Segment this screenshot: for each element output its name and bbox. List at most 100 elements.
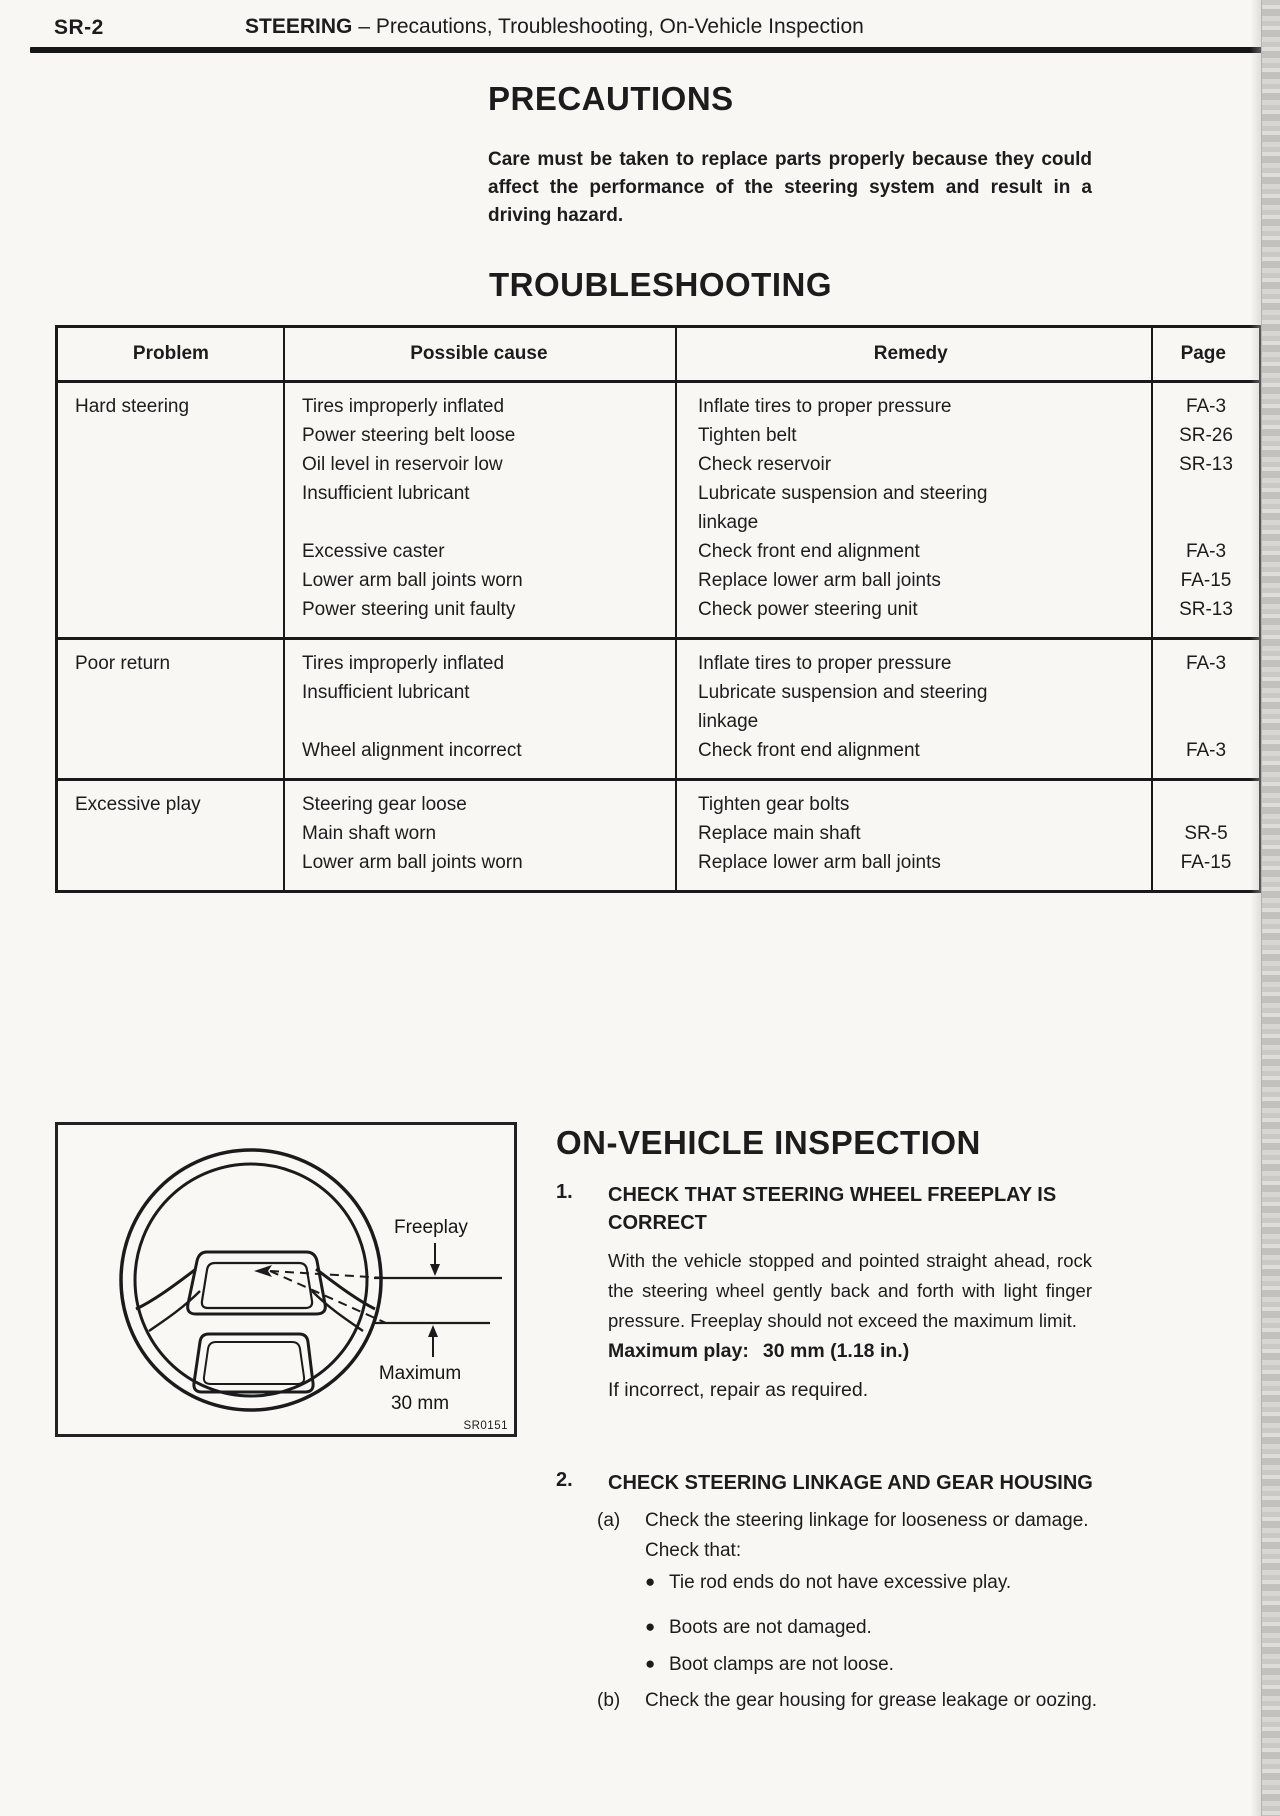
substep-a: (a) Check the steering linkage for loose…	[597, 1506, 1097, 1566]
table-header-row: Problem Possible cause Remedy Page	[58, 328, 1259, 383]
page-edge-shadow	[1250, 0, 1262, 1816]
remedy-cell: Check reservoir	[698, 454, 832, 475]
table-subrow: Insufficient lubricant Lubricate suspens…	[285, 678, 1259, 736]
table-column-divider	[675, 328, 677, 890]
substep-label: (b)	[597, 1690, 621, 1711]
step-heading: CHECK THAT STEERING WHEEL FREEPLAY IS CO…	[608, 1184, 1057, 1234]
cause-cell: Tires improperly inflated	[302, 396, 505, 417]
table-column-divider	[283, 328, 285, 890]
column-header-cause: Possible cause	[410, 343, 548, 364]
checklist-item: ● Tie rod ends do not have excessive pla…	[645, 1572, 1011, 1594]
table-subrow: Tires improperly inflated Inflate tires …	[285, 649, 1259, 678]
cause-cell: Power steering belt loose	[302, 425, 516, 446]
table-subrow: Main shaft worn Replace main shaft SR-5	[285, 819, 1259, 848]
bullet-icon: ●	[645, 1572, 656, 1591]
inspection-title: ON-VEHICLE INSPECTION	[556, 1124, 981, 1161]
spec-line: Maximum play:30 mm (1.18 in.)	[608, 1340, 909, 1363]
substep-text: Check the steering linkage for looseness…	[645, 1510, 1089, 1561]
table-subrow: Tires improperly inflated Inflate tires …	[285, 392, 1259, 421]
column-header-page: Page	[1180, 343, 1226, 364]
remedy-cell: Check front end alignment	[698, 541, 920, 562]
cause-cell: Main shaft worn	[302, 823, 437, 844]
table-subrow: Power steering unit faulty Check power s…	[285, 595, 1259, 624]
troubleshooting-table: Problem Possible cause Remedy Page Hard …	[55, 325, 1262, 893]
page-cell: FA-3	[1185, 541, 1227, 562]
table-row: Poor return Tires improperly inflated In…	[58, 637, 1259, 778]
step-number: 2.	[556, 1469, 573, 1491]
page-number: SR-2	[54, 16, 104, 39]
table-subrow: Oil level in reservoir low Check reservo…	[285, 450, 1259, 479]
problem-cell: Hard steering	[75, 396, 190, 417]
checklist-text: Boot clamps are not loose.	[669, 1654, 894, 1675]
page-cell: SR-5	[1184, 823, 1228, 844]
table-subrow: Excessive caster Check front end alignme…	[285, 537, 1259, 566]
precautions-title: PRECAUTIONS	[488, 80, 734, 117]
freeplay-label: Freeplay	[394, 1217, 468, 1238]
remedy-cell: Replace main shaft	[698, 823, 861, 844]
page-cell: SR-26	[1179, 425, 1233, 446]
steering-wheel-figure: Freeplay Maximum 30 mm SR0151	[55, 1122, 517, 1437]
checklist-item: ● Boot clamps are not loose.	[645, 1654, 894, 1676]
table-row: Hard steering Tires improperly inflated …	[58, 383, 1259, 637]
page-cell: SR-13	[1179, 599, 1233, 620]
page-cell: FA-3	[1185, 653, 1227, 674]
page-cell: SR-13	[1179, 454, 1233, 475]
remedy-cell: Inflate tires to proper pressure	[698, 653, 952, 674]
page-cell	[1153, 790, 1259, 819]
bullet-icon: ●	[645, 1617, 656, 1636]
maximum-label-line1: Maximum	[378, 1363, 462, 1384]
cause-cell: Excessive caster	[302, 541, 445, 562]
cause-cell: Steering gear loose	[302, 794, 467, 815]
spec-value: 30 mm (1.18 in.)	[762, 1340, 910, 1362]
cause-cell: Lower arm ball joints worn	[302, 852, 523, 873]
cause-cell: Oil level in reservoir low	[302, 454, 503, 475]
cause-cell: Lower arm ball joints worn	[302, 570, 523, 591]
remedy-cell: Check front end alignment	[698, 740, 920, 761]
row-items: Tires improperly inflated Inflate tires …	[285, 640, 1259, 778]
checklist-text: Tie rod ends do not have excessive play.	[669, 1572, 1012, 1593]
page-cell	[1153, 479, 1259, 537]
page-cell: FA-3	[1185, 396, 1227, 417]
cause-cell: Insufficient lubricant	[302, 483, 470, 504]
remedy-cell: Lubricate suspension and steering linkag…	[698, 483, 988, 533]
cause-cell: Insufficient lubricant	[302, 682, 470, 703]
running-header-section: STEERING	[245, 15, 353, 38]
page-edge-binding	[1261, 0, 1280, 1816]
remedy-cell: Replace lower arm ball joints	[698, 570, 941, 591]
checklist-text: Boots are not damaged.	[669, 1617, 872, 1638]
cause-cell: Wheel alignment incorrect	[302, 740, 522, 761]
troubleshooting-title: TROUBLESHOOTING	[489, 266, 832, 303]
page-cell: FA-3	[1185, 740, 1227, 761]
problem-cell: Excessive play	[75, 794, 201, 815]
page-cell: FA-15	[1180, 570, 1232, 591]
step-number: 1.	[556, 1181, 573, 1203]
remedy-cell: Tighten gear bolts	[698, 794, 850, 815]
substep-b: (b) Check the gear housing for grease le…	[597, 1686, 1117, 1716]
remedy-cell: Replace lower arm ball joints	[698, 852, 941, 873]
table-subrow: Steering gear loose Tighten gear bolts	[285, 790, 1259, 819]
maximum-label-line2: 30 mm	[390, 1393, 450, 1414]
table-column-divider	[1151, 328, 1153, 890]
running-header-subtitle: – Precautions, Troubleshooting, On-Vehic…	[358, 15, 864, 38]
substep-label: (a)	[597, 1510, 621, 1531]
remedy-cell: Lubricate suspension and steering linkag…	[698, 682, 988, 732]
running-header: STEERING– Precautions, Troubleshooting, …	[245, 15, 864, 39]
maximum-label: Maximum 30 mm	[372, 1359, 468, 1419]
cause-cell: Power steering unit faulty	[302, 599, 516, 620]
table-subrow: Lower arm ball joints worn Replace lower…	[285, 848, 1259, 877]
table-subrow: Insufficient lubricant Lubricate suspens…	[285, 479, 1259, 537]
row-items: Tires improperly inflated Inflate tires …	[285, 383, 1259, 637]
inspection-step-2: 2. CHECK STEERING LINKAGE AND GEAR HOUSI…	[556, 1469, 1093, 1497]
step-heading: CHECK STEERING LINKAGE AND GEAR HOUSING	[608, 1472, 1093, 1494]
problem-cell: Poor return	[75, 653, 171, 674]
substep-text: Check the gear housing for grease leakag…	[645, 1690, 1098, 1711]
step-1-body: With the vehicle stopped and pointed str…	[608, 1250, 1092, 1331]
precautions-body: Care must be taken to replace parts prop…	[488, 149, 1092, 226]
remedy-cell: Check power steering unit	[698, 599, 918, 620]
remedy-cell: Inflate tires to proper pressure	[698, 396, 952, 417]
steering-wheel-illustration	[119, 1148, 502, 1412]
row-items: Steering gear loose Tighten gear bolts M…	[285, 781, 1259, 890]
table-subrow: Wheel alignment incorrect Check front en…	[285, 736, 1259, 765]
column-header-remedy: Remedy	[873, 343, 948, 364]
